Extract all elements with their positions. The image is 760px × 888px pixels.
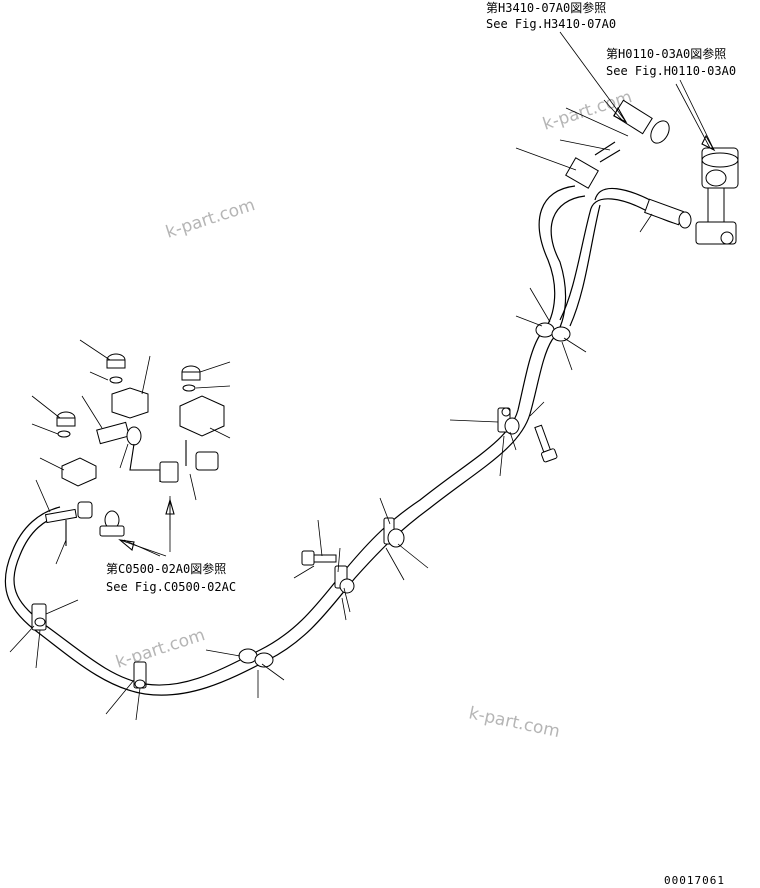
watermark: k-part.com (163, 195, 257, 243)
reference-jp: 第H0110-03A0図参照 (606, 46, 726, 61)
watermark: k-part.com (113, 625, 207, 673)
reference-arrows (118, 31, 716, 557)
reference-jp: 第C0500-02A0図参照 (106, 561, 226, 576)
reference-note-h3410: 第H3410-07A0図参照 See Fig.H3410-07A0 (486, 0, 616, 31)
reference-en: See Fig.C0500-02AC (106, 580, 236, 594)
drawing-code: 00017061 (664, 874, 725, 887)
reference-jp: 第H3410-07A0図参照 (486, 0, 606, 15)
reference-note-h0110: 第H0110-03A0図参照 See Fig.H0110-03A0 (606, 46, 736, 78)
upper-fittings (565, 99, 692, 229)
reference-note-c0500: 第C0500-02A0図参照 See Fig.C0500-02AC (106, 561, 236, 594)
watermark: k-part.com (467, 703, 562, 742)
bolts (301, 424, 558, 566)
reference-en: See Fig.H0110-03A0 (606, 64, 736, 78)
right-bracket (695, 147, 739, 245)
left-valve-assembly (44, 353, 225, 546)
hose-clamps (31, 322, 571, 689)
reference-en: See Fig.H3410-07A0 (486, 17, 616, 31)
